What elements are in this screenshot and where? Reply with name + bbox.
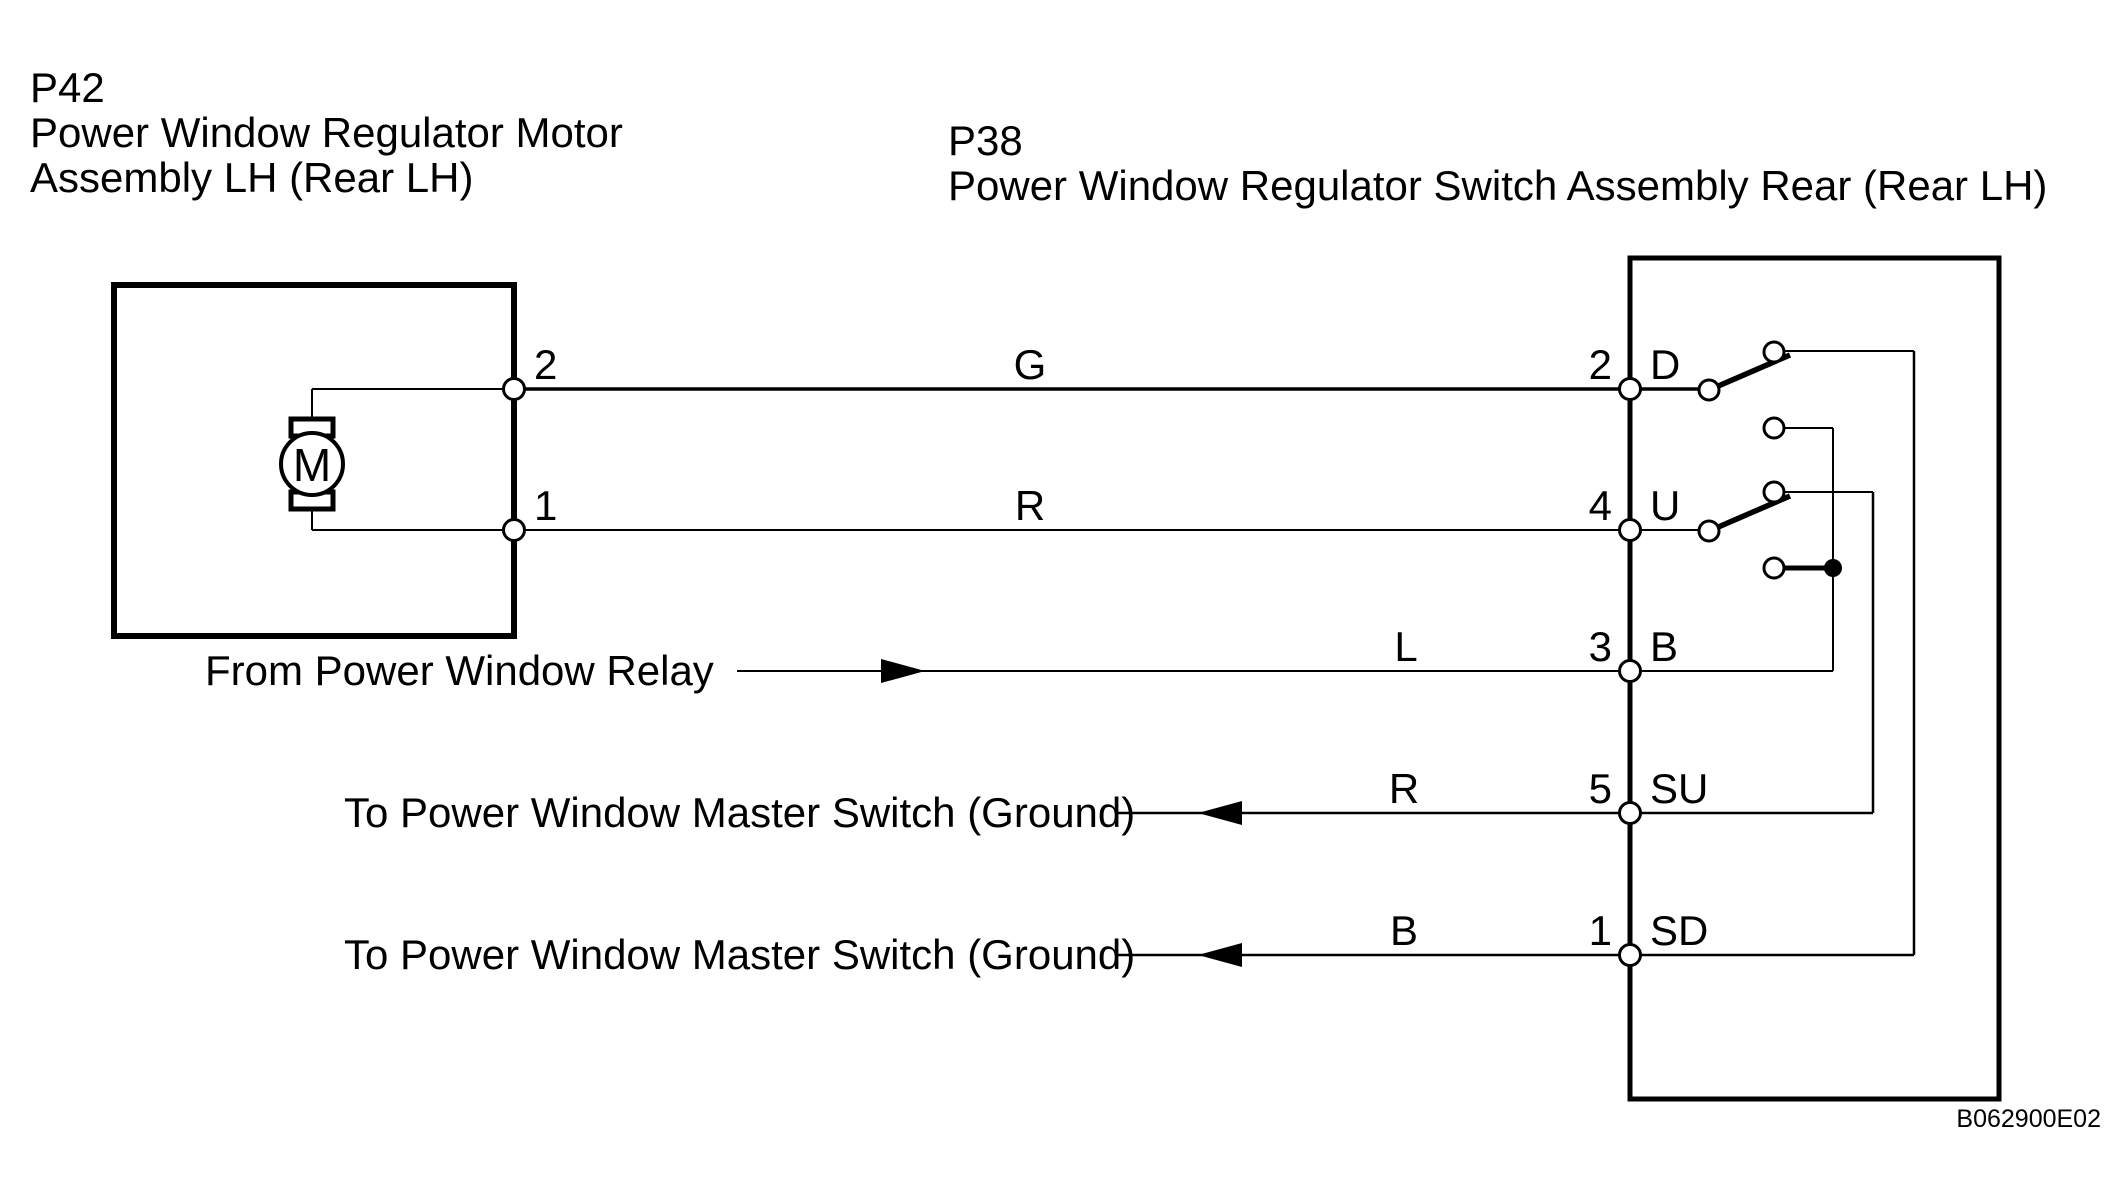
- p38-pin1-terminal: [1618, 943, 1642, 967]
- p38-pin2-terminal: [1618, 377, 1642, 401]
- junction-dot: [1824, 559, 1842, 577]
- motor-symbol-circle: [279, 431, 345, 497]
- relay-arrow-icon: [881, 659, 925, 683]
- wire-r-label: R: [1015, 482, 1045, 529]
- p42-title-block: P42 Power Window Regulator Motor Assembl…: [30, 64, 623, 201]
- wire-color-labels: G R L R B: [1014, 341, 1420, 954]
- wire-sd-b-label: B: [1390, 907, 1418, 954]
- harness-wires: [514, 387, 1914, 967]
- relay-annotation: From Power Window Relay: [205, 647, 714, 694]
- pin-number-labels: 2 1 2 4 3 5 1: [534, 341, 1612, 954]
- d-common-contact: [1697, 378, 1721, 402]
- p42-name-line2: Assembly LH (Rear LH): [30, 154, 473, 201]
- p42-connector-box: M: [111, 282, 517, 639]
- p42-pin1-number: 1: [534, 482, 557, 529]
- u-b-contact: [1762, 556, 1786, 580]
- terminal-name-labels: D U B SU SD: [1650, 341, 1708, 954]
- p42-pin2-number: 2: [534, 341, 557, 388]
- terminal-su-label: SU: [1650, 765, 1708, 812]
- p38-pin5-terminal: [1618, 801, 1642, 825]
- pin-terminals: [502, 377, 1642, 967]
- terminal-sd-label: SD: [1650, 907, 1708, 954]
- p42-code: P42: [30, 64, 105, 111]
- p42-pin1-terminal: [502, 518, 526, 542]
- p38-pin5-number: 5: [1589, 765, 1612, 812]
- p38-title-block: P38 Power Window Regulator Switch Assemb…: [948, 117, 2047, 209]
- terminal-b-label: B: [1650, 623, 1678, 670]
- wire-l-label: L: [1394, 623, 1417, 670]
- u-top-contact: [1762, 480, 1786, 504]
- figure-code: B062900E02: [1956, 1105, 2101, 1133]
- ground-arrow-sd-icon: [1198, 943, 1242, 967]
- motor-box-outline: [111, 282, 517, 639]
- terminal-u-label: U: [1650, 482, 1680, 529]
- p38-pin3-terminal: [1618, 659, 1642, 683]
- p42-name-line1: Power Window Regulator Motor: [30, 109, 623, 156]
- annotation-labels: From Power Window Relay To Power Window …: [205, 647, 1135, 978]
- p42-pin2-terminal: [502, 377, 526, 401]
- p38-pin4-terminal: [1618, 518, 1642, 542]
- p38-pin3-number: 3: [1589, 623, 1612, 670]
- p38-pin1-number: 1: [1589, 907, 1612, 954]
- motor-symbol-letter: M: [293, 439, 331, 491]
- master-switch-su-annotation: To Power Window Master Switch (Ground): [344, 789, 1135, 836]
- master-switch-sd-annotation: To Power Window Master Switch (Ground): [344, 931, 1135, 978]
- p38-pin2-number: 2: [1589, 341, 1612, 388]
- ground-arrow-su-icon: [1198, 801, 1242, 825]
- d-top-contact: [1762, 340, 1786, 364]
- wire-su-r-label: R: [1389, 765, 1419, 812]
- u-common-contact: [1697, 519, 1721, 543]
- wire-g-label: G: [1014, 341, 1047, 388]
- p38-name: Power Window Regulator Switch Assembly R…: [948, 162, 2047, 209]
- p38-code: P38: [948, 117, 1023, 164]
- p38-pin4-number: 4: [1589, 482, 1612, 529]
- d-b-contact: [1762, 416, 1786, 440]
- switch-internal-circuit: [1697, 340, 1916, 955]
- terminal-d-label: D: [1650, 341, 1680, 388]
